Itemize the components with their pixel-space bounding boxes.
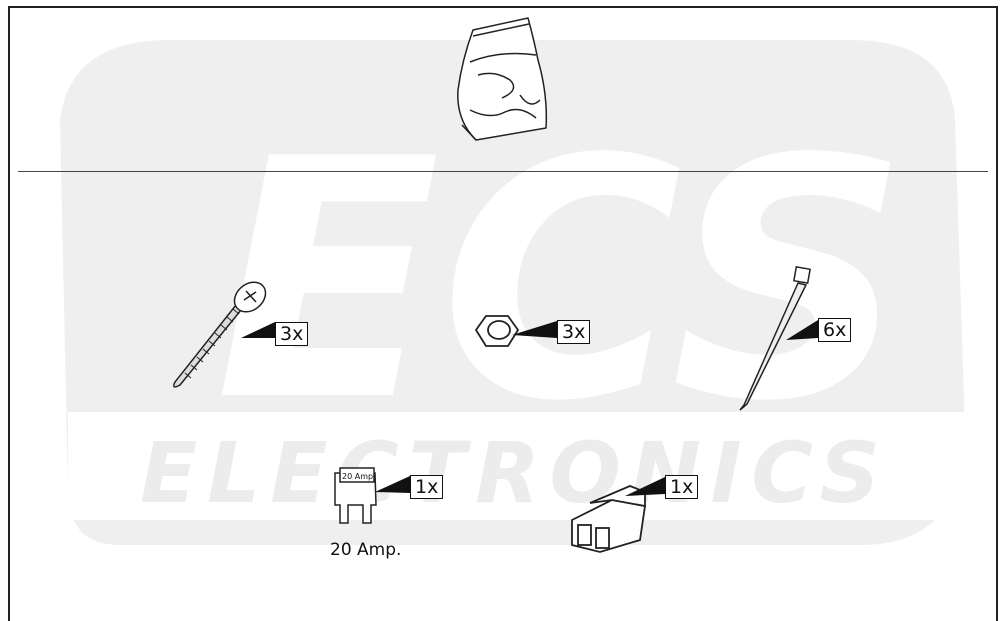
nut-quantity-label: 3x (557, 320, 591, 344)
connector-quantity-label: 1x (665, 475, 699, 499)
screw-quantity-label: 3x (275, 322, 309, 346)
watermark-letters: ECS (215, 89, 909, 473)
fuse-rating-label: 20 Amp (342, 472, 373, 481)
section-divider (18, 171, 988, 172)
diagram-frame (8, 6, 998, 621)
fuse-caption: 20 Amp. (330, 540, 402, 560)
fuse-quantity-label: 1x (410, 475, 444, 499)
cable-tie-quantity-label: 6x (818, 318, 852, 342)
